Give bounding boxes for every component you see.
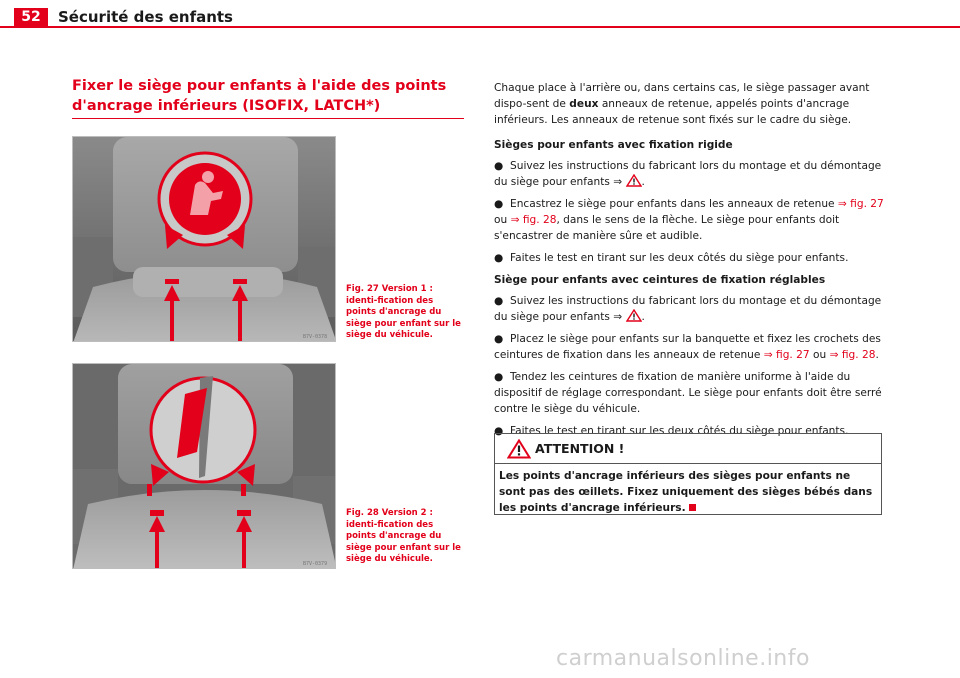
figure-27-image: B7V-0378 (72, 136, 336, 342)
fig-28-link[interactable]: ⇒ fig. 28 (829, 349, 876, 361)
fig-27-link[interactable]: ⇒ fig. 27 (837, 198, 884, 210)
bullet-icon: ● (494, 252, 504, 264)
section-title: Fixer le siège pour enfants à l'aide des… (72, 78, 447, 114)
figure-28-image: B7V-0379 (72, 363, 336, 569)
attention-box: ATTENTION ! Les points d'ancrage inférie… (494, 433, 882, 515)
attention-title: ATTENTION ! (535, 441, 625, 456)
list-item: ●Faites le test en tirant sur les deux c… (494, 425, 849, 437)
section-divider (72, 118, 464, 119)
fig-28-link[interactable]: ⇒ fig. 28 (510, 214, 557, 226)
warning-icon (507, 439, 531, 459)
watermark: carmanualsonline.info (556, 646, 810, 671)
bullet-icon: ● (494, 371, 504, 383)
page-number: 52 (14, 8, 48, 27)
figure-code: B7V-0378 (303, 334, 328, 340)
bullet-icon: ● (494, 425, 504, 437)
figure-27-caption: Fig. 27 Version 1 : identi-fication des … (346, 284, 461, 340)
bullet-icon: ● (494, 198, 504, 210)
figure-28-caption: Fig. 28 Version 2 : identi-fication des … (346, 508, 461, 564)
figure-code: B7V-0379 (303, 561, 328, 567)
page-header: 52 Sécurité des enfants (0, 0, 960, 30)
bullet-icon: ● (494, 160, 504, 172)
fig-27-link[interactable]: ⇒ fig. 27 (763, 349, 810, 361)
list-item: ●Suivez les instructions du fabricant lo… (494, 295, 882, 323)
list-item: ●Encastrez le siège pour enfants dans le… (494, 198, 884, 242)
attention-header: ATTENTION ! (495, 434, 881, 464)
bullet-icon: ● (494, 295, 504, 307)
intro-paragraph: Chaque place à l'arrière ou, dans certai… (494, 82, 870, 126)
list-item: ●Tendez les ceintures de fixation de man… (494, 371, 882, 415)
subheading-rigid: Sièges pour enfants avec fixation rigide (494, 139, 733, 151)
body-text: Chaque place à l'arrière ou, dans certai… (494, 80, 886, 445)
header-divider (0, 26, 960, 28)
warning-icon (625, 174, 642, 187)
list-item: ●Suivez les instructions du fabricant lo… (494, 160, 882, 188)
attention-text: Les points d'ancrage inférieurs des sièg… (499, 470, 873, 514)
subheading-adjustable: Siège pour enfants avec ceintures de fix… (494, 274, 826, 286)
chapter-title: Sécurité des enfants (58, 8, 233, 26)
list-item: ●Placez le siège pour enfants sur la ban… (494, 333, 881, 361)
bullet-icon: ● (494, 333, 504, 345)
list-item: ●Faites le test en tirant sur les deux c… (494, 252, 849, 264)
warning-icon (625, 309, 642, 322)
end-marker-icon (688, 504, 696, 511)
